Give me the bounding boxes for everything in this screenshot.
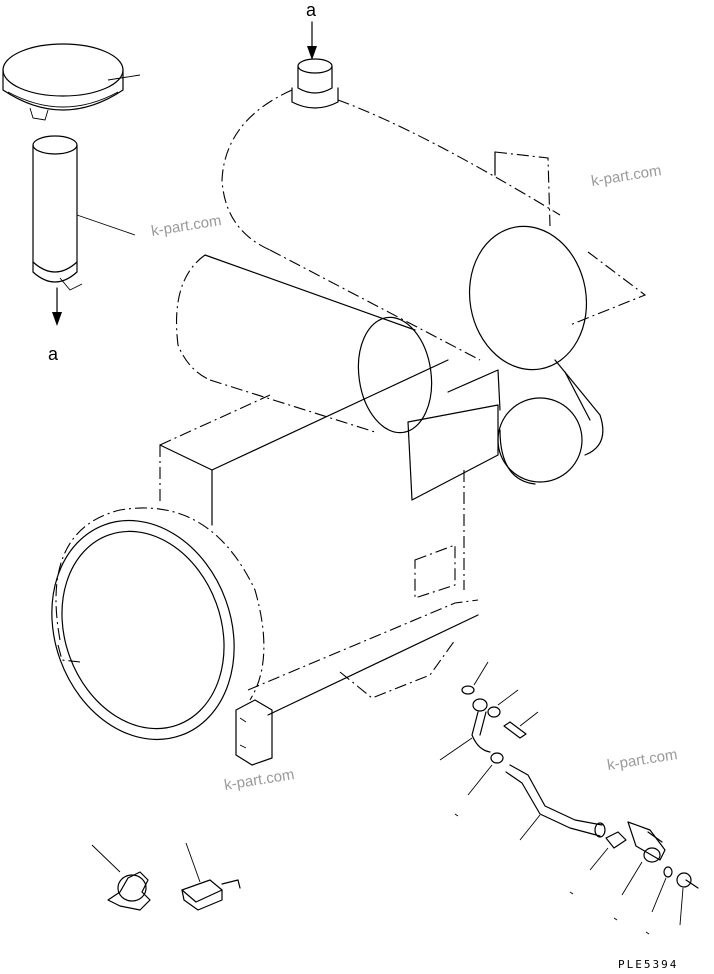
- drawing-code: PLE5394: [618, 958, 678, 971]
- secondary-cylinder: [175, 254, 433, 434]
- bracket: [621, 821, 666, 896]
- washer-1: [461, 661, 489, 695]
- clamp: [487, 689, 519, 718]
- switch-sensor: [91, 844, 151, 911]
- washer-3: [651, 866, 673, 913]
- watermark-left: k-part.com: [150, 212, 223, 240]
- engine-block: [159, 359, 604, 716]
- air-intake-pipe: [32, 135, 136, 326]
- watermark-bottom-left: k-part.com: [223, 766, 296, 794]
- wire-harness: [439, 698, 491, 761]
- flywheel-housing: [51, 507, 273, 766]
- callout-label-top: a: [306, 0, 317, 20]
- bolt-2: [676, 872, 699, 926]
- bolt: [503, 711, 539, 739]
- watermark-top-right: k-part.com: [590, 162, 663, 190]
- relay: [181, 842, 241, 911]
- callout-label-left: a: [48, 344, 59, 364]
- drain-hose: [505, 764, 606, 841]
- precleaner-cap: [2, 43, 141, 121]
- callout-arrow-top: [307, 21, 317, 60]
- washer-2: [467, 752, 504, 796]
- air-cleaner-tank: [221, 58, 647, 371]
- nut: [589, 831, 627, 871]
- watermark-bottom-right: k-part.com: [606, 746, 679, 774]
